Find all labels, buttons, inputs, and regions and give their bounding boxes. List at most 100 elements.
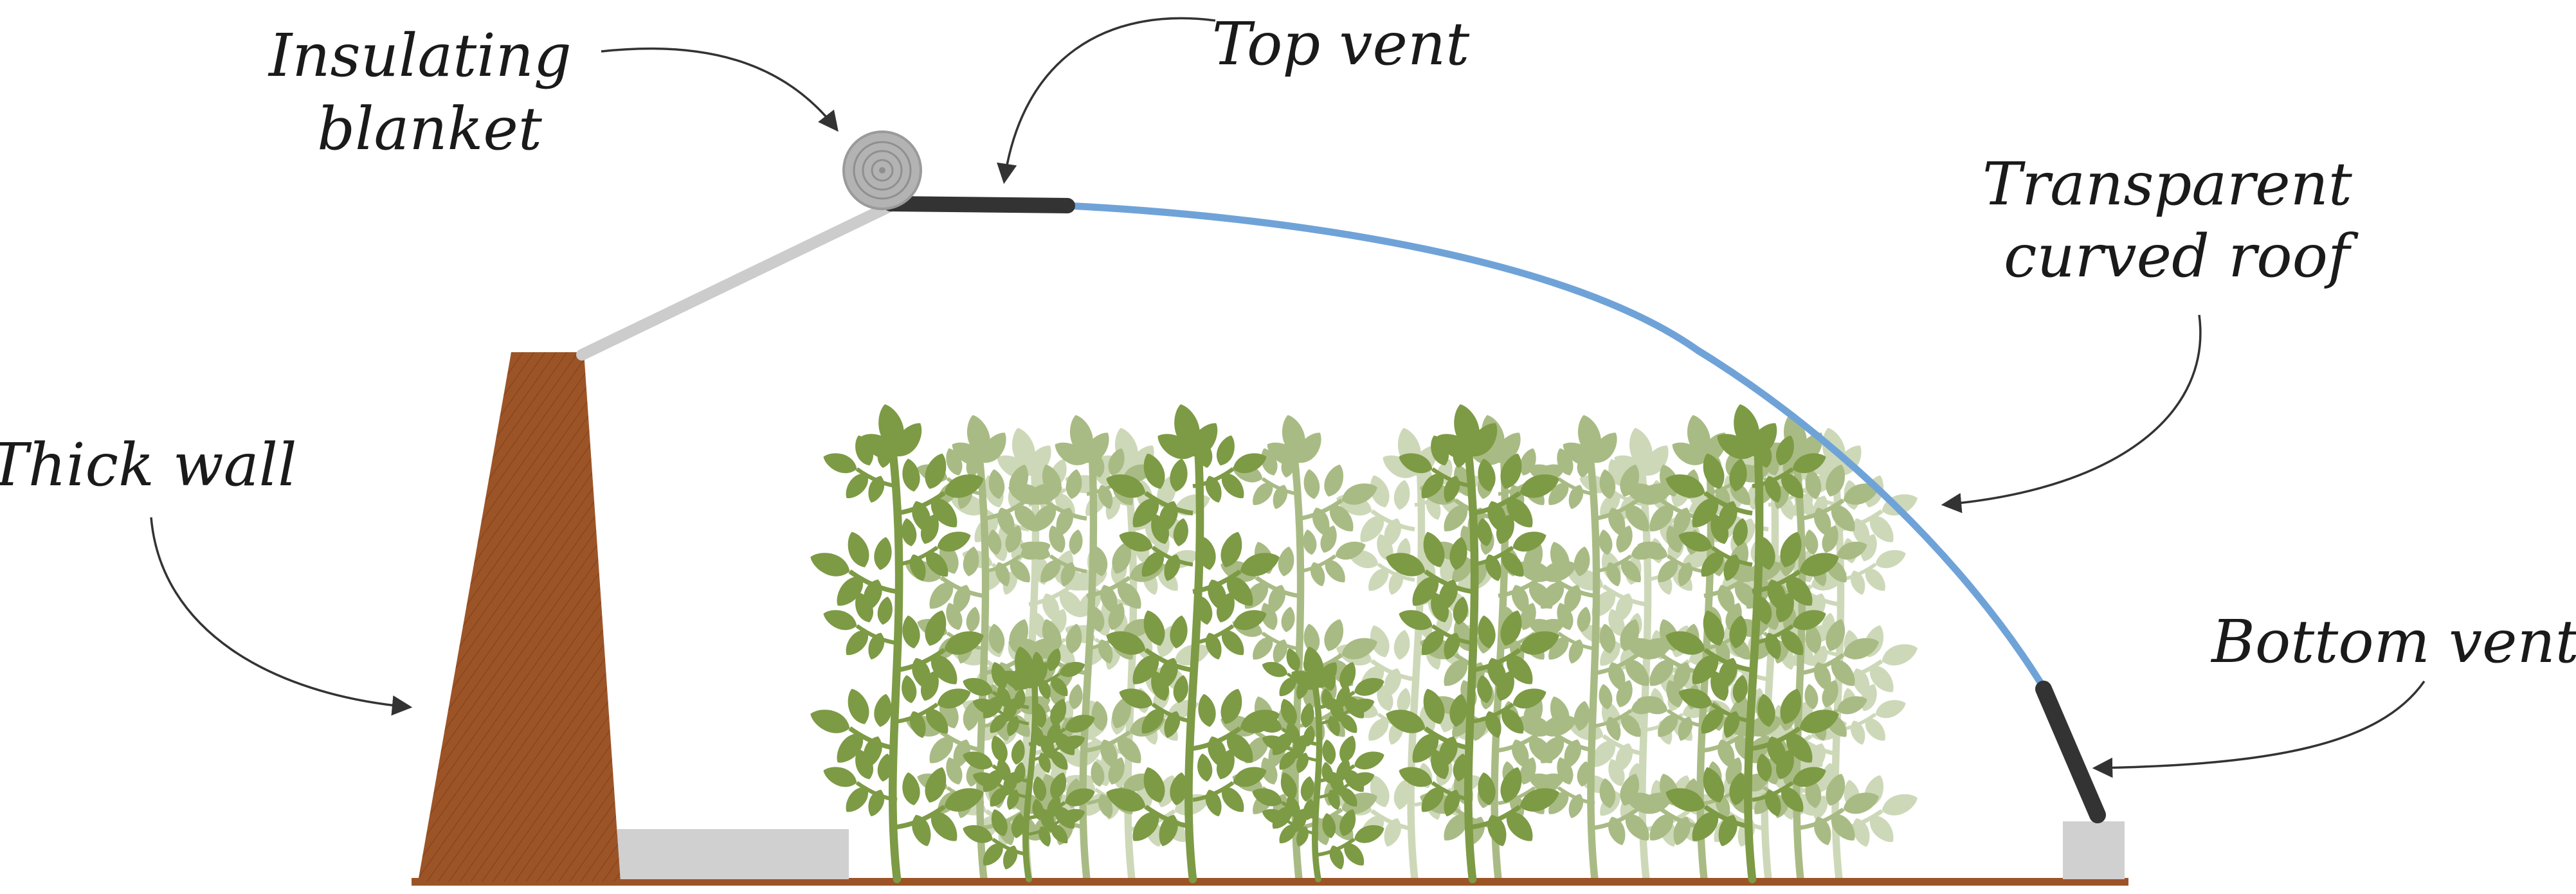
leaf [1015, 646, 1035, 681]
leaf [848, 532, 869, 568]
leaf [912, 501, 931, 533]
leaf [868, 632, 885, 660]
leaf [1574, 546, 1590, 577]
label-thick-wall: Thick wall [0, 431, 297, 499]
leaf [1444, 476, 1460, 503]
leaf [1060, 562, 1076, 587]
leaf [990, 787, 1007, 807]
label-transparent-roof: Transparent curved roof [1982, 150, 2371, 291]
leaf [1757, 693, 1775, 727]
plant-stem [1761, 459, 1779, 883]
leaf [874, 693, 892, 727]
leaf [983, 843, 1003, 866]
leaf [1487, 501, 1507, 533]
leaf [1324, 464, 1344, 497]
leaf [1869, 515, 1894, 542]
leaf [1792, 610, 1826, 630]
leaf [1678, 532, 1712, 552]
plant-stem [1123, 459, 1138, 883]
leaf [1141, 708, 1165, 734]
leaf [1421, 787, 1444, 812]
leaf [1191, 423, 1218, 457]
leaf [1010, 560, 1030, 582]
leaf [909, 554, 926, 582]
label-transparent-roof-line-1: Transparent [1982, 150, 2353, 219]
leaf [1329, 845, 1344, 870]
leaf [1692, 812, 1719, 841]
leaf [925, 610, 947, 646]
leaf [982, 433, 1006, 463]
leaf [1718, 657, 1737, 690]
leaf [1843, 483, 1879, 505]
leaf [990, 714, 1007, 733]
leaf [1528, 773, 1559, 792]
leaf [1002, 670, 1029, 690]
leaf [1506, 498, 1533, 528]
leaf [1091, 761, 1105, 787]
leaf [1449, 537, 1467, 570]
leaf [1341, 483, 1377, 505]
leaf [1112, 696, 1132, 729]
leaf [925, 708, 948, 734]
leaf [1273, 485, 1288, 509]
leaf [1393, 479, 1410, 510]
leaf [1786, 733, 1813, 763]
leaf [1055, 442, 1087, 465]
leaf [1065, 715, 1095, 733]
leaf [1066, 469, 1082, 499]
leaf [1449, 693, 1467, 727]
top-vent [883, 196, 1075, 213]
leaf [1781, 787, 1804, 812]
leaf [1437, 434, 1473, 460]
leaf [877, 596, 893, 625]
label-transparent-roof-line-2: curved roof [2004, 222, 2359, 291]
leaf [952, 442, 984, 465]
leaf [1421, 473, 1444, 499]
leaf [1718, 585, 1735, 614]
leaf [1065, 788, 1095, 807]
leaf [862, 434, 897, 460]
leaf [1850, 720, 1865, 745]
leaf [1519, 631, 1559, 655]
leaf [1665, 474, 1705, 498]
plant-stem [1310, 672, 1323, 882]
plants-foreground [810, 404, 1839, 884]
leaf [1159, 657, 1178, 690]
leaf [1658, 560, 1678, 582]
leaf [1593, 433, 1617, 463]
leaf [1678, 688, 1712, 709]
leaf [1837, 541, 1867, 560]
leaf [1208, 736, 1227, 768]
leaf [930, 812, 957, 841]
leaf [1040, 809, 1055, 833]
leaf [1310, 562, 1325, 587]
arrow-transparent-roof [1941, 314, 2202, 514]
leaf [1033, 776, 1047, 801]
leaf [991, 735, 1008, 763]
leaf [1718, 501, 1737, 533]
leaf [1826, 464, 1846, 497]
leaf [1106, 474, 1146, 498]
leaf [1050, 699, 1067, 726]
leaf [1485, 711, 1501, 738]
leaf [1764, 632, 1781, 660]
leaf [1412, 733, 1439, 763]
leaf [1303, 623, 1320, 654]
leaf [1882, 794, 1918, 816]
leaf [1069, 684, 1083, 710]
leaf [1399, 610, 1433, 630]
leaf [1615, 743, 1633, 772]
leaf [1339, 735, 1356, 763]
plant-stem [887, 439, 903, 884]
label-insulating-blanket-line-2: blanket [317, 94, 543, 163]
leaf [848, 688, 869, 724]
leaf [930, 655, 957, 684]
leaf [1051, 677, 1068, 696]
leaf [1132, 655, 1159, 684]
leaf [1173, 675, 1188, 704]
leaf [1516, 715, 1552, 737]
leaf [1626, 638, 1662, 659]
leaf [1692, 498, 1719, 528]
leaf [1354, 825, 1384, 843]
leaf [1814, 816, 1831, 846]
